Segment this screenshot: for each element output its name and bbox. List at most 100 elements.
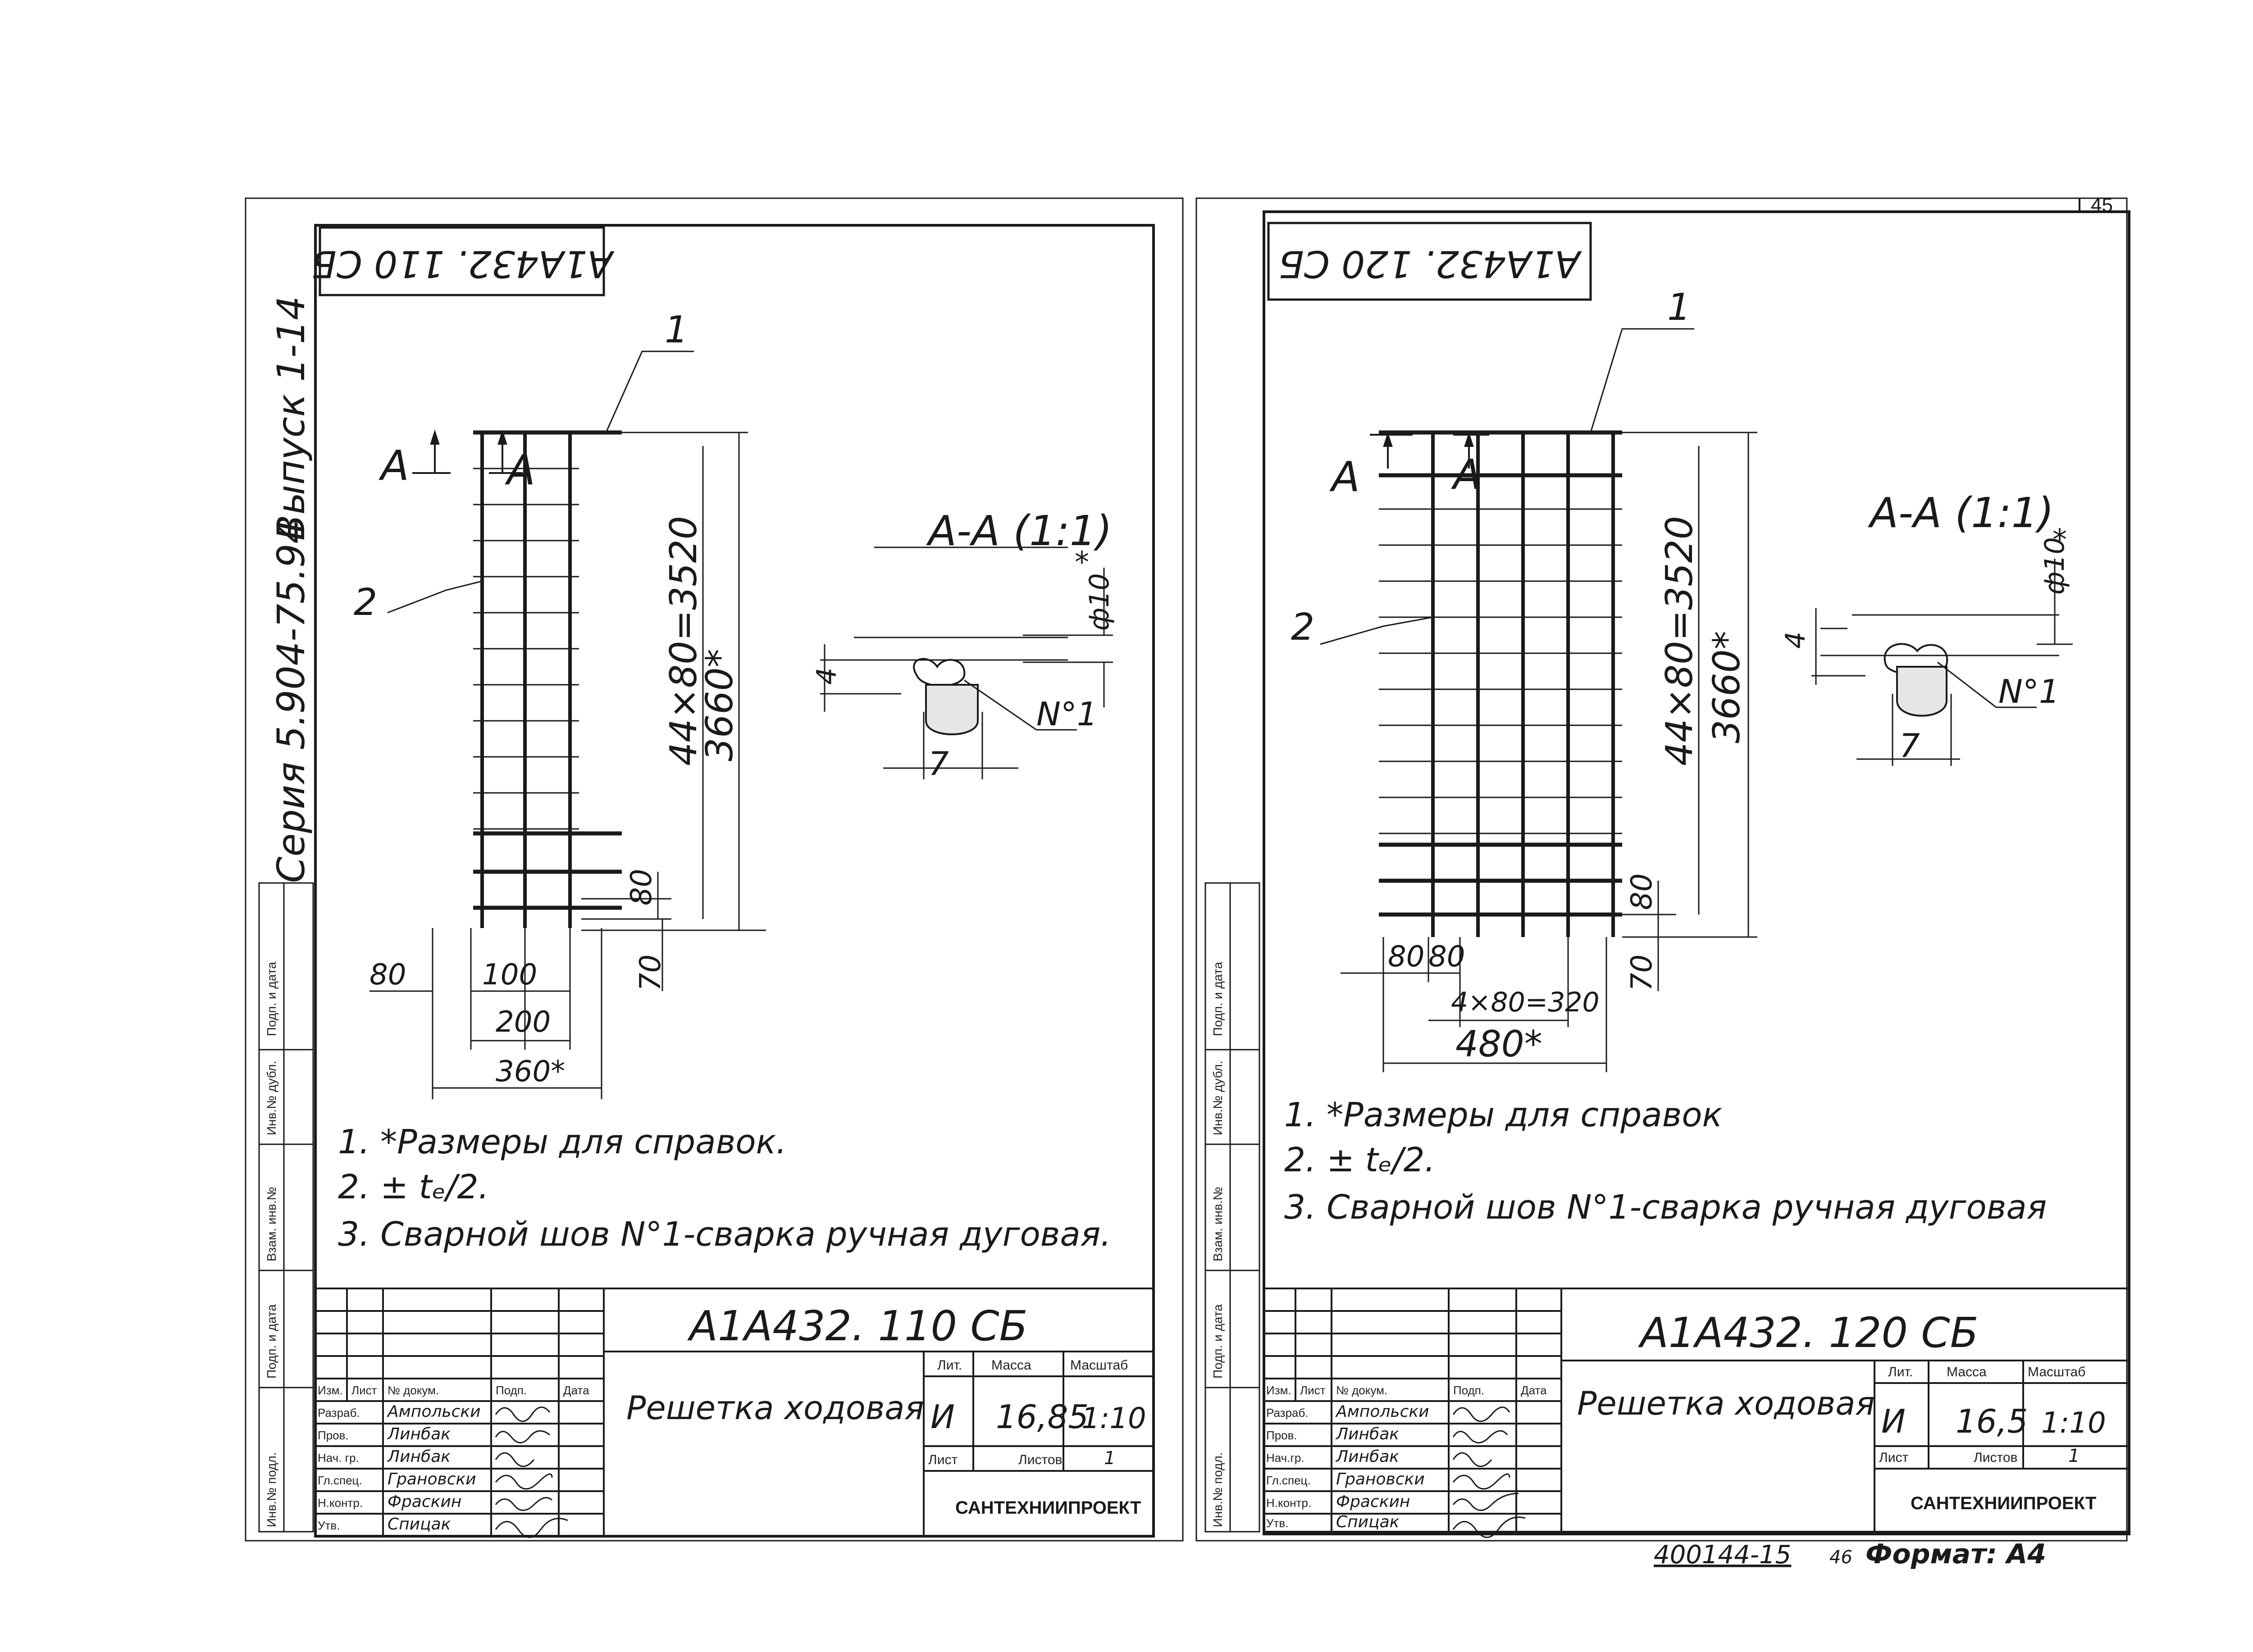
col-header: Изм. xyxy=(1266,1383,1291,1397)
person: Линбак xyxy=(1335,1447,1399,1466)
longitudinal-bars xyxy=(1431,432,1615,937)
position-1: 1 xyxy=(665,309,688,351)
person: Грановски xyxy=(388,1470,476,1488)
position-2: 2 xyxy=(354,581,377,624)
note: 1. *Размеры для справок xyxy=(1284,1096,1722,1134)
section-aa: А-А (1:1) * ф10 xyxy=(811,507,1115,783)
cross-bars xyxy=(1379,508,1622,834)
role: Разраб. xyxy=(318,1406,360,1420)
stamp-left xyxy=(258,882,314,1533)
format-label: Формат: А4 xyxy=(1865,1538,2046,1570)
col-header: Подп. xyxy=(496,1383,527,1397)
col-header: Лист xyxy=(351,1383,377,1397)
dim-320-horizontal: 4×80=320 xyxy=(1451,987,1600,1018)
section-mark-left: А xyxy=(379,441,409,490)
scale-label: Масштаб xyxy=(1070,1358,1128,1373)
rotated-code-box xyxy=(1267,222,1592,301)
rotated-code: А1А432. 120 СБ xyxy=(1278,242,1582,285)
stamp-field: Подп. и дата xyxy=(1211,962,1225,1036)
col-header: Дата xyxy=(1521,1383,1547,1397)
note: 2. ± tₑ/2. xyxy=(1284,1141,1435,1179)
organization: САНТЕХНИИПРОЕКТ xyxy=(1911,1493,2096,1513)
dim-vertical: 44×80=3520 xyxy=(1658,516,1701,766)
role: Нач.гр. xyxy=(1266,1451,1304,1465)
dim-total-vertical: 3660* xyxy=(1706,631,1748,743)
sheet-120: А1А432. 120 СБ xyxy=(1263,222,2130,1538)
position-1: 1 xyxy=(1667,286,1691,329)
end-bars xyxy=(1379,430,1622,917)
dim-total-horizontal: 360* xyxy=(496,1055,565,1088)
section-dim-7: 7 xyxy=(928,745,949,783)
section-dim-7: 7 xyxy=(1899,727,1920,765)
notes: 1. *Размеры для справок. 2. ± tₑ/2. 3. С… xyxy=(338,1123,1111,1254)
rotated-code-box xyxy=(319,226,605,296)
leaders xyxy=(1320,328,1694,645)
col-header: Подп. xyxy=(1453,1383,1484,1397)
person: Фраскин xyxy=(388,1493,461,1511)
section-dim-4: 4 xyxy=(1780,632,1811,649)
role: Утв. xyxy=(1266,1516,1288,1530)
sheets-value: 1 xyxy=(2068,1446,2080,1466)
section-star: * xyxy=(2052,523,2067,557)
grating-main-view xyxy=(1379,430,1622,937)
col-header: № докум. xyxy=(1336,1383,1387,1397)
series-label: Серия 5.904-75.94 xyxy=(269,519,313,883)
cross-bars xyxy=(473,468,579,830)
person: Ампольски xyxy=(387,1402,481,1421)
weld-label: N°1 xyxy=(1036,695,1098,733)
issue-label: Выпуск 1-14 xyxy=(269,296,313,541)
section-aa: А-А (1:1) ф10 * 4 7 N°1 xyxy=(1780,489,2073,766)
role: Пров. xyxy=(318,1429,349,1442)
title-block-code: А1А432. 110 СБ xyxy=(687,1302,1028,1350)
dim-70-vertical: 70 xyxy=(1625,955,1659,991)
footer: 400144-15 46 Формат: А4 xyxy=(1654,1538,2046,1570)
section-mark-right: А xyxy=(505,446,535,494)
sheet-label: Лист xyxy=(928,1452,958,1467)
sheet-110: А1А432. 110 СБ xyxy=(311,226,1154,1538)
stamp-field: Инв.№ дубл. xyxy=(265,1060,278,1135)
section-phi: ф10 xyxy=(1084,573,1115,631)
longitudinal-bars xyxy=(480,432,572,928)
note: 3. Сварной шов N°1-сварка ручная дуговая… xyxy=(338,1215,1111,1254)
person: Линбак xyxy=(387,1447,451,1466)
vertical-dimensions xyxy=(579,432,766,991)
format-prefix: 46 xyxy=(1829,1547,1852,1568)
stamp-field: Подп. и дата xyxy=(265,1304,278,1379)
person: Ампольски xyxy=(1335,1402,1429,1421)
side-margin: Серия 5.904-75.94 Выпуск 1-14 Подп. и да… xyxy=(258,296,1260,1533)
role: Разраб. xyxy=(1266,1406,1309,1420)
sheets-label: Листов xyxy=(1018,1452,1062,1467)
mass-value: 16,5 xyxy=(1956,1402,2028,1440)
dim-80-vertical: 80 xyxy=(625,869,658,906)
dim-vertical: 44×80=3520 xyxy=(662,516,705,766)
col-header: № докум. xyxy=(388,1383,439,1397)
dim-80b-horizontal: 80 xyxy=(1428,940,1465,974)
role: Нач. гр. xyxy=(318,1451,359,1465)
dim-70-vertical: 70 xyxy=(634,955,667,991)
dim-80-vertical: 80 xyxy=(1625,874,1659,910)
mass-label: Масса xyxy=(991,1358,1031,1373)
position-2: 2 xyxy=(1291,606,1314,649)
section-dim-4: 4 xyxy=(811,668,843,685)
col-header: Лист xyxy=(1300,1383,1326,1397)
title-block: А1А432. 110 СБ Решетка ходовая Изм. Лист… xyxy=(315,1288,1154,1538)
title-block: А1А432. 120 СБ Решетка ходовая Изм. Лист… xyxy=(1263,1288,2130,1538)
horizontal-dimensions xyxy=(369,928,602,1099)
dim-80-horizontal: 80 xyxy=(369,958,406,992)
section-title: А-А (1:1) xyxy=(1868,489,2054,537)
grating-main-view xyxy=(473,430,622,928)
lit-label: Лит. xyxy=(1888,1365,1913,1379)
stamp-field: Взам. инв.№ xyxy=(1211,1187,1225,1261)
sheet-label: Лист xyxy=(1879,1450,1908,1465)
stamp-field: Подп. и дата xyxy=(265,962,278,1036)
person: Спицак xyxy=(1336,1513,1400,1531)
mass-value: 16,85 xyxy=(996,1398,1089,1436)
page-number: 45 xyxy=(2091,194,2113,216)
sheets-label: Листов xyxy=(1974,1450,2017,1465)
section-mark-left: А xyxy=(1329,453,1360,501)
vertical-dimensions xyxy=(1622,432,1757,991)
person: Грановски xyxy=(1336,1470,1425,1488)
col-header: Изм. xyxy=(318,1383,343,1397)
person: Линбак xyxy=(387,1425,451,1443)
